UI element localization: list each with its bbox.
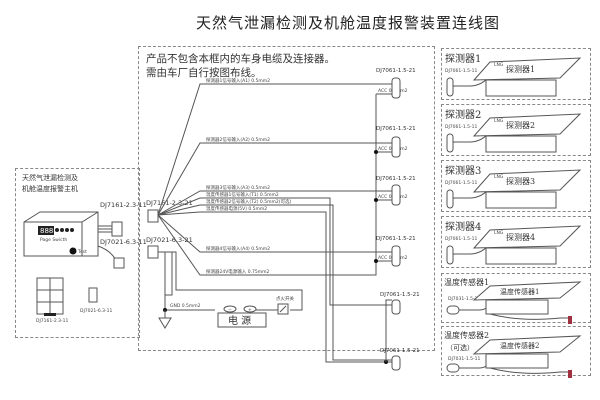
device-1-badge: LNG (494, 62, 504, 68)
device-2-badge: LNG (494, 118, 504, 124)
ground-symbol (158, 310, 172, 329)
wire-connector-1 (391, 77, 401, 99)
host-unit-body (23, 211, 99, 257)
device-4-badge: LNG (494, 230, 504, 236)
wire-side-connectors: DJ7061-1.5-21 DJ7061-1.5-21 DJ7061-1.5-2… (376, 68, 420, 371)
wire-label-t1: 温度传感器1信号输入(T1) 0.5mm2 (206, 191, 279, 198)
wire-connector-4 (391, 245, 401, 267)
gnd-label: GND 0.5mm2 (170, 303, 201, 309)
wire-label-24v: 探测器24V电源输入 0.75mm2 (206, 268, 270, 275)
device-6-optional: （可选） (446, 343, 474, 352)
wire-label-a3: 探测器3信号输入(A3) 0.5mm2 (206, 184, 270, 191)
device-2-body-label: 探测器2 (506, 120, 535, 130)
host-display-digits: 888 (40, 227, 53, 235)
wire-label-a1: 探测器1信号输入(A1) 0.5mm2 (206, 77, 270, 84)
host-unit-frame (15, 168, 140, 338)
device-3-badge: LNG (494, 174, 504, 180)
device-3-name: 探测器3 (445, 164, 481, 177)
host-panel-text: Page Swicth (40, 237, 67, 243)
device-2-model: DJ7061-1.5-11 (445, 124, 478, 130)
device-6-name: 温度传感器2 (444, 330, 489, 340)
device-5: 温度传感器1 DJ7031-1.5-11 温度传感器1 (444, 277, 582, 324)
wire-connector-label-4: DJ7061-1.5-21 (376, 236, 416, 242)
plug-b-label: DJ7021-6.3-11 (80, 308, 113, 314)
device-frame-6 (441, 326, 591, 376)
wire-label-a4: 探测器4信号输入(A4) 0.5mm2 (206, 245, 270, 252)
host-connector-a-label: DJ7161-2.3-11 (100, 201, 147, 209)
device-1: 探测器1 DJ7061-1.5-11 探测器1 LNG (445, 52, 582, 97)
device-6-body-label: 温度传感器2 (500, 341, 539, 350)
device-6: 温度传感器2 （可选） DJ7031-1.5-11 温度传感器2 (444, 330, 582, 378)
power-source (217, 312, 267, 328)
wire-connector-label-1: DJ7061-1.5-21 (376, 68, 416, 74)
host-test-button (69, 247, 77, 255)
host-label-line2: 机舱温度报警主机 (22, 184, 78, 193)
harness-connector-b-label: DJ7021-6.3-21 (146, 236, 193, 244)
wire-connector-3 (391, 184, 401, 206)
wire-bundle: 探测器1信号输入(A1) 0.5mm2 探测器2信号输入(A2) 0.5mm2 … (157, 77, 408, 364)
host-display (38, 226, 54, 235)
device-frame-1 (441, 48, 591, 100)
host-connector-b-label: DJ7021-6.3-11 (100, 238, 147, 246)
device-3: 探测器3 DJ7061-1.5-11 探测器3 LNG (445, 164, 582, 209)
device-5-model: DJ7031-1.5-11 (448, 296, 481, 302)
wire-connector-label-5: DJ7061-1.5-21 (380, 292, 420, 298)
diagram-title: 天然气泄漏检测及机舱温度报警装置连线图 (196, 14, 501, 32)
wire-connector-label-3: DJ7061-1.5-21 (376, 176, 416, 182)
device-4-name: 探测器4 (445, 220, 481, 233)
device-5-body-label: 温度传感器1 (500, 287, 539, 296)
device-4: 探测器4 DJ7061-1.5-11 探测器4 LNG (445, 220, 582, 265)
harness-connector-b (147, 245, 159, 259)
device-1-model: DJ7061-1.5-11 (445, 68, 478, 74)
plug-a-label: DJ7161-2.3-11 (36, 318, 69, 324)
wire-connector-label-2: DJ7061-1.5-21 (376, 126, 416, 132)
device-3-model: DJ7061-1.5-11 (445, 180, 478, 186)
device-frame-2 (441, 104, 591, 156)
device-2-name: 探测器2 (445, 108, 481, 121)
device-2: 探测器2 DJ7061-1.5-11 探测器2 LNG (445, 108, 582, 153)
wire-connector-label-6: DJ7061-1.5-21 (380, 348, 420, 354)
wire-label-5v: 温度传感器电源(5V) 0.5mm2 (206, 205, 267, 212)
device-frame-5 (441, 273, 591, 323)
power-minus: − (228, 308, 232, 313)
device-1-body-label: 探测器1 (506, 64, 535, 74)
device-5-name: 温度传感器1 (444, 277, 489, 287)
host-test-label: Test (77, 249, 87, 255)
harness-connector-a-label: DJ7161-2.3-21 (146, 199, 193, 207)
device-frame-4 (441, 216, 591, 268)
device-3-body-label: 探测器3 (506, 176, 535, 186)
vehicle-wiring-frame (138, 46, 435, 351)
device-4-model: DJ7061-1.5-11 (445, 236, 478, 242)
plug-b-drawing (88, 287, 98, 303)
wire-connector-6 (391, 355, 401, 371)
ignition-switch-label: 点火开关 (276, 295, 294, 302)
device-4-body-label: 探测器4 (506, 232, 535, 242)
device-frame-3 (441, 160, 591, 212)
wiring-note: 产品不包含本框内的车身电缆及连接器。需由车厂自行按图布线。 (146, 53, 335, 79)
wire-connector-5 (391, 299, 401, 315)
host-unit: 天然气泄漏检测及 机舱温度报警主机 888 Page Swicth Test D… (22, 173, 147, 324)
wire-connector-2 (391, 136, 401, 158)
harness-connector-a (147, 209, 159, 223)
device-6-model: DJ7031-1.5-11 (448, 356, 481, 362)
device-1-name: 探测器1 (445, 52, 481, 65)
host-label-line1: 天然气泄漏检测及 (22, 173, 78, 182)
wire-label-a2: 探测器2信号输入(A2) 0.5mm2 (206, 136, 270, 143)
power-label: 电 源 (228, 314, 251, 327)
harness-connectors: DJ7161-2.3-21 DJ7021-6.3-21 (146, 199, 193, 259)
wire-label-t2: 温度传感器2信号输入(T2) 0.5mm2(可选) (206, 198, 291, 205)
power-plus: + (248, 307, 252, 313)
